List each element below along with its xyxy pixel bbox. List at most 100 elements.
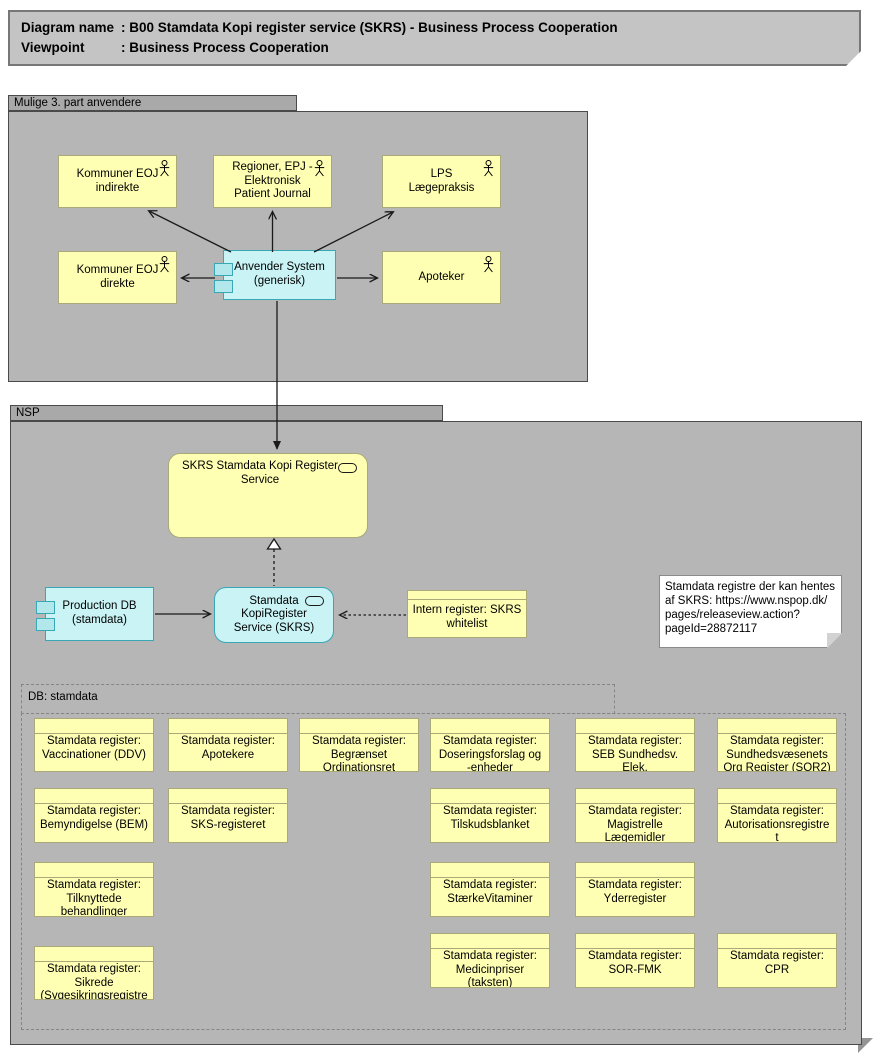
node-label: Production DB (stamdata): [62, 600, 137, 626]
register-box: Stamdata register: Doseringsforslag og -…: [430, 718, 550, 772]
node-label: Kommuner EOJ direkte: [76, 263, 159, 290]
node-label: SKRS Stamdata Kopi Register Service: [182, 460, 338, 486]
register-label: Stamdata register: Tilknyttede behandlin…: [47, 879, 141, 917]
register-box: Stamdata register: Magistrelle Lægemidle…: [575, 788, 695, 843]
register-label: Stamdata register: SEB Sundhedsv. Elek. …: [588, 735, 682, 772]
viewpoint-row: Viewpoint : Business Process Cooperation: [10, 38, 859, 58]
register-box: Stamdata register: CPR: [717, 933, 837, 988]
register-box: Stamdata register: SOR-FMK: [575, 933, 695, 988]
viewpoint-label: Viewpoint: [21, 40, 85, 55]
object-top-bar: [718, 934, 836, 949]
object-top-bar: [300, 719, 418, 734]
object-top-bar: [431, 789, 549, 804]
register-box: Stamdata register: StærkeVitaminer: [430, 862, 550, 917]
object-top-bar: [35, 789, 153, 804]
register-box: Stamdata register: Bemyndigelse (BEM): [34, 788, 154, 843]
component-port-icon: [36, 601, 55, 614]
node-kommuner-eoj-indirekte: Kommuner EOJ indirekte: [58, 155, 177, 208]
group-nsp-tab: NSP: [10, 405, 443, 421]
service-icon: [338, 463, 357, 473]
object-top-bar: [169, 719, 287, 734]
register-box: Stamdata register: Begrænset Ordinations…: [299, 718, 419, 772]
object-top-bar: [408, 591, 526, 600]
actor-icon: [314, 160, 325, 177]
register-box: Stamdata register: Yderregister: [575, 862, 695, 917]
group-third-party-label: Mulige 3. part anvendere: [14, 97, 142, 109]
register-box: Stamdata register: Medicinpriser (takste…: [430, 933, 550, 988]
register-label: Stamdata register: Sundhedsvæsenets Org …: [723, 735, 831, 772]
register-label: Stamdata register: Sikrede (Sygesikrings…: [40, 963, 148, 1000]
register-label: Stamdata register: Apotekere: [181, 735, 275, 761]
register-label: Stamdata register: Autorisationsregistre…: [724, 805, 830, 843]
object-top-bar: [576, 934, 694, 949]
group-nsp-label: NSP: [16, 407, 40, 419]
register-box: Stamdata register: Tilskudsblanket: [430, 788, 550, 843]
object-top-bar: [576, 863, 694, 878]
register-label: Stamdata register: StærkeVitaminer: [443, 879, 537, 905]
diagram-name-label: Diagram name: [21, 20, 115, 35]
node-regioner-epj: Regioner, EPJ - Elektronisk Patient Jour…: [213, 155, 332, 208]
actor-icon: [159, 256, 170, 273]
group-third-party-body: [8, 111, 588, 382]
diagram-title: Diagram name : B00 Stamdata Kopi registe…: [8, 10, 861, 66]
object-top-bar: [431, 934, 549, 949]
register-label: Stamdata register: Medicinpriser (takste…: [443, 950, 537, 988]
register-box: Stamdata register: Apotekere: [168, 718, 288, 772]
object-top-bar: [718, 719, 836, 734]
object-top-bar: [169, 789, 287, 804]
component-port-icon: [36, 618, 55, 631]
object-top-bar: [718, 789, 836, 804]
node-label: Anvender System (generisk): [234, 261, 325, 287]
group-db-stamdata-label: DB: stamdata: [28, 691, 98, 703]
node-apoteker: Apoteker: [382, 251, 501, 304]
register-label: Stamdata register: SOR-FMK: [588, 950, 682, 976]
register-label: Stamdata register: Bemyndigelse (BEM): [39, 805, 148, 831]
register-label: Stamdata register: CPR: [730, 950, 824, 976]
actor-icon: [159, 160, 170, 177]
node-label: Regioner, EPJ - Elektronisk Patient Jour…: [232, 161, 313, 201]
node-label: Stamdata KopiRegister Service (SKRS): [233, 594, 315, 634]
node-kommuner-eoj-direkte: Kommuner EOJ direkte: [58, 251, 177, 304]
object-top-bar: [576, 719, 694, 734]
group-db-stamdata-body: [21, 713, 846, 1030]
object-top-bar: [35, 719, 153, 734]
object-top-bar: [431, 863, 549, 878]
object-top-bar: [35, 947, 153, 962]
register-box: Stamdata register: Sundhedsvæsenets Org …: [717, 718, 837, 772]
register-box: Stamdata register: Tilknyttede behandlin…: [34, 862, 154, 917]
diagram-name-row: Diagram name : B00 Stamdata Kopi registe…: [10, 12, 859, 38]
node-stamdata-kopiregister-service: Stamdata KopiRegister Service (SKRS): [214, 587, 334, 643]
register-label: Stamdata register: Vaccinationer (DDV): [42, 735, 146, 761]
register-box: Stamdata register: SKS-registeret: [168, 788, 288, 843]
note-stamdata-registre: Stamdata registre der kan hentes af SKRS…: [659, 575, 842, 648]
register-label: Stamdata register: Yderregister: [588, 879, 682, 905]
group-third-party-tab: Mulige 3. part anvendere: [8, 95, 297, 111]
object-top-bar: [35, 863, 153, 878]
node-intern-register-whitelist: Intern register: SKRS whitelist: [407, 590, 527, 638]
register-box: Stamdata register: Autorisationsregistre…: [717, 788, 837, 843]
register-label: Stamdata register: Tilskudsblanket: [443, 805, 537, 831]
node-label: Kommuner EOJ indirekte: [76, 167, 159, 194]
actor-icon: [483, 160, 494, 177]
node-lps-laegepraksis: LPS Lægepraksis: [382, 155, 501, 208]
register-label: Stamdata register: Doseringsforslag og -…: [438, 735, 542, 772]
register-box: Stamdata register: SEB Sundhedsv. Elek. …: [575, 718, 695, 772]
object-top-bar: [576, 789, 694, 804]
component-port-icon: [214, 280, 233, 293]
diagram-name-value: : B00 Stamdata Kopi register service (SK…: [121, 20, 618, 35]
node-anvender-system: Anvender System (generisk): [214, 250, 336, 300]
register-label: Stamdata register: Magistrelle Lægemidle…: [588, 805, 682, 843]
note-text: Stamdata registre der kan hentes af SKRS…: [665, 581, 836, 636]
node-label: Intern register: SKRS whitelist: [412, 604, 522, 630]
actor-icon: [483, 256, 494, 273]
object-top-bar: [431, 719, 549, 734]
node-label: LPS Lægepraksis: [408, 167, 475, 194]
viewpoint-value: : Business Process Cooperation: [121, 40, 329, 55]
node-skrs-stamdata-kopi-register-service: SKRS Stamdata Kopi Register Service: [168, 453, 368, 538]
group-db-stamdata-tab: DB: stamdata: [21, 684, 615, 714]
register-label: Stamdata register: Begrænset Ordinations…: [312, 735, 406, 772]
register-label: Stamdata register: SKS-registeret: [181, 805, 275, 831]
node-production-db: Production DB (stamdata): [36, 587, 154, 641]
node-label: Apoteker: [418, 270, 465, 283]
